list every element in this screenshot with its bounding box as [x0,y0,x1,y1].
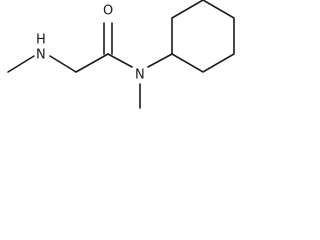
atom-labels: N H O N [36,4,145,83]
bond-amine-n-ch2 [49,55,77,73]
amine-h-label: H [36,33,46,48]
bonds [7,0,235,109]
chemical-structure: N H O N [7,0,235,109]
carbonyl-o-label: O [103,4,113,19]
cyclohexane-ring [171,0,235,73]
bond-carbonyl-c-amide-n [107,53,133,68]
bond-amide-n-cyclohexyl [147,53,173,68]
amine-n-label: N [36,48,46,63]
bond-ch2-carbonyl-c [75,53,109,73]
amide-n-label: N [135,68,145,83]
bond-methyl-amine-n [7,55,35,73]
